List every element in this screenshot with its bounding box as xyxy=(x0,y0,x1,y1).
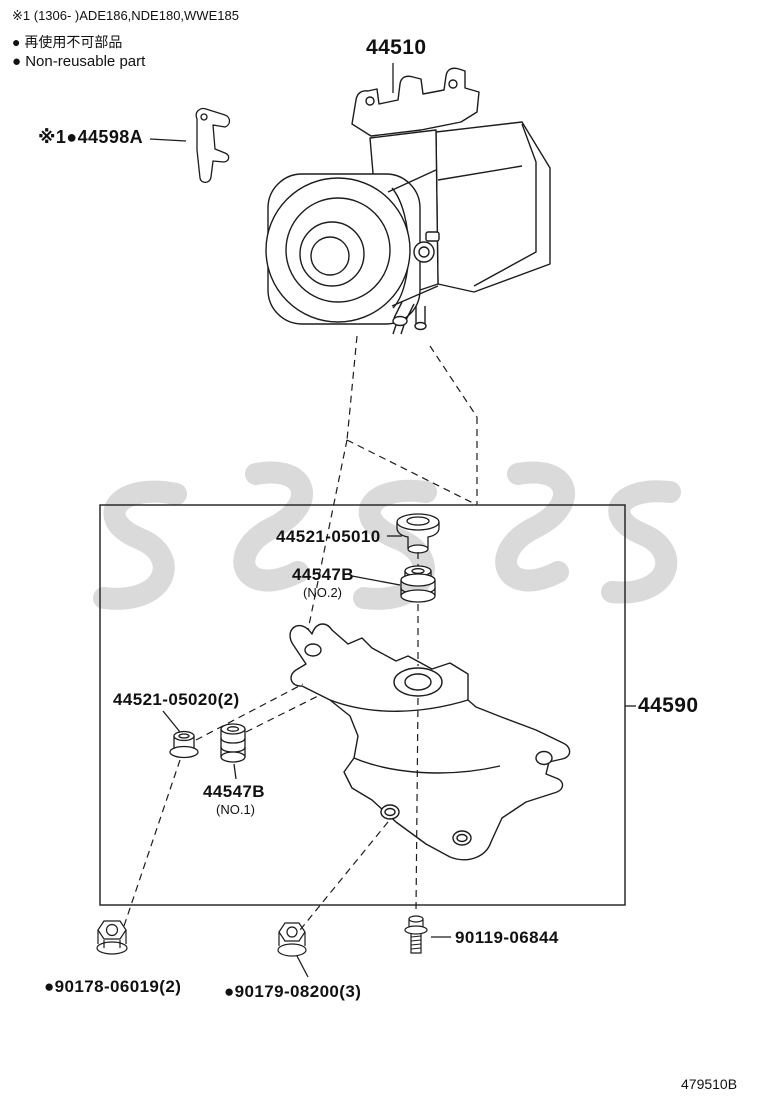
nut-90178-drawing xyxy=(96,920,128,955)
collar-drawing xyxy=(169,730,199,759)
clip-drawing xyxy=(195,107,231,184)
parts-group-frame xyxy=(99,504,626,906)
leader-lines xyxy=(149,63,636,978)
nonreusable-note-ja: ● 再使用不可部品 xyxy=(12,34,123,50)
cushion-no2-drawing xyxy=(400,565,436,603)
cushion-no1-drawing xyxy=(220,723,246,763)
part-label-44510: 44510 xyxy=(366,36,427,59)
part-label-44521-05010: 44521-05010 xyxy=(276,527,381,546)
bracket-drawing xyxy=(289,623,571,861)
part-label-90119-06844: 90119-06844 xyxy=(455,928,559,947)
part-label-44521-05020: 44521-05020(2) xyxy=(113,690,240,709)
watermark xyxy=(93,461,681,610)
variant-note: ※1 (1306- )ADE186,NDE180,WWE185 xyxy=(12,8,239,23)
alignment-dashed-lines xyxy=(123,335,478,931)
part-sublabel-no1: (NO.1) xyxy=(216,802,255,817)
bolt-drawing xyxy=(404,915,428,954)
part-sublabel-no2: (NO.2) xyxy=(303,585,342,600)
part-label-90178-06019: ●90178-06019(2) xyxy=(44,977,182,996)
abs-actuator-drawing xyxy=(265,67,551,335)
nut-90179-drawing xyxy=(277,922,307,957)
part-label-44590: 44590 xyxy=(638,694,699,717)
part-label-44598A: ※1●44598A xyxy=(38,127,144,147)
part-label-90179-08200: ●90179-08200(3) xyxy=(224,982,362,1001)
part-label-44547B-no2: 44547B xyxy=(292,565,354,584)
nonreusable-note-en: ● Non-reusable part xyxy=(12,53,146,70)
cap-drawing xyxy=(396,513,440,554)
drawing-code: 479510B xyxy=(681,1076,738,1092)
part-label-44547B-no1: 44547B xyxy=(203,782,265,801)
